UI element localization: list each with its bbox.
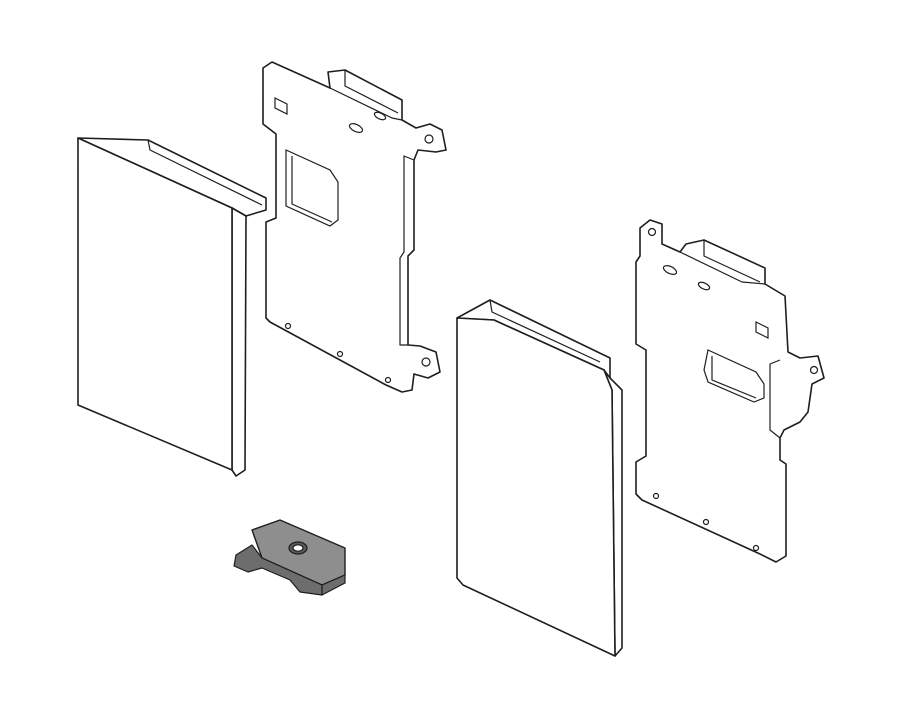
right-cover-panel bbox=[456, 299, 623, 657]
left-mounting-bracket bbox=[262, 61, 447, 393]
left-cover-panel bbox=[77, 137, 267, 477]
fixing-clip bbox=[233, 519, 346, 596]
right-mounting-bracket bbox=[635, 219, 825, 563]
